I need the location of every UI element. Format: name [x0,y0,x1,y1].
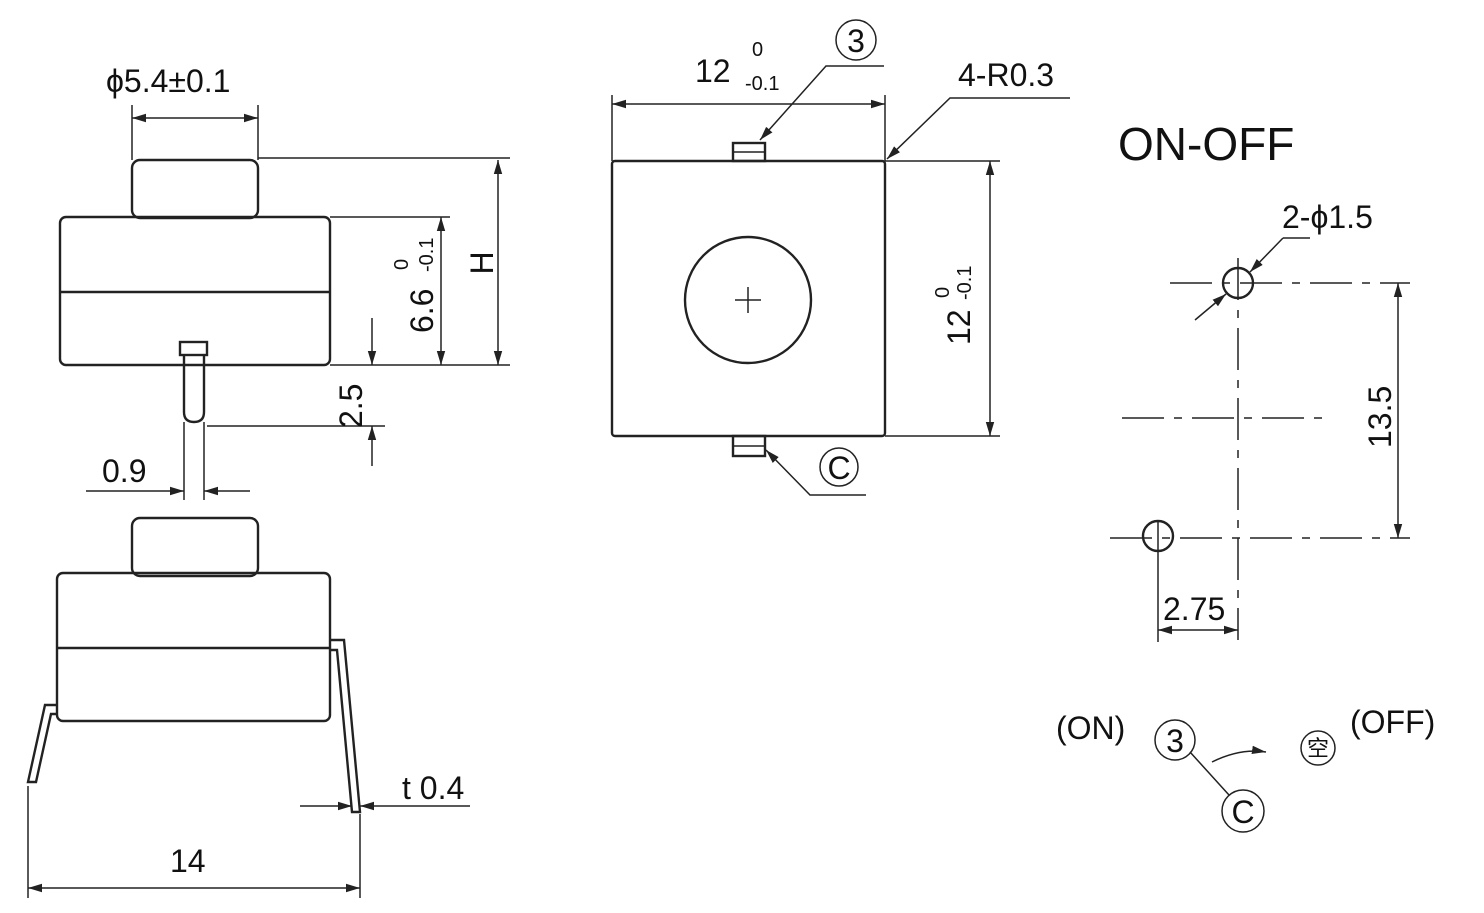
on-label: (ON) [1056,710,1125,746]
pin-width-label: 0.9 [102,453,146,489]
left-leg [26,703,57,784]
body-height-tol-upper: 0 [391,259,413,270]
terminal-c-circle [819,447,859,487]
pin-head [178,340,209,357]
terminal-c-leader [765,449,866,496]
off-label: (OFF) [1350,704,1435,740]
symbol-empty-label: 空 [1307,736,1329,761]
hole-dia-leader [1194,293,1227,321]
overall-width-label: 14 [170,843,206,879]
symbol-arc-arrow [1211,745,1267,763]
pin-length-label: 2.5 [333,384,369,428]
schematic-title: ON-OFF [1118,118,1294,170]
symbol-c-circle [1221,789,1265,833]
body-height-tol-lower: -0.1 [416,238,438,272]
h-label: H [464,251,500,274]
symbol-empty-circle [1300,730,1336,766]
top-height-tol-lower: -0.1 [954,266,976,300]
terminal-c-label: C [827,450,850,486]
thickness-label: t 0.4 [402,770,464,806]
terminal-3-circle [835,19,877,61]
symbol-c-label: C [1231,794,1254,830]
top-view: 12 0 -0.1 3 4-R0.3 12 0 -0.1 C [610,19,1070,496]
right-leg [330,638,362,814]
top-height-tol-upper: 0 [932,287,954,298]
top-width-label: 12 [695,53,731,89]
plunger-circle [683,235,813,365]
top-height-label: 12 [941,309,977,345]
symbol-contact-line [1189,751,1230,796]
corner-radius-label: 4-R0.3 [958,57,1054,93]
terminal-3-label: 3 [847,23,865,59]
front-button-cap [130,516,260,578]
side-view: ϕ5.4±0.1 H 6.6 0 -0.1 2.5 0.9 [58,63,510,500]
hole-offset-label: 2.75 [1163,591,1225,627]
hole-dia-label: 2-ϕ1.5 [1282,199,1373,235]
symbol-3-label: 3 [1166,723,1184,759]
button-cap [130,158,260,220]
hole-layout: ON-OFF 2-ϕ1.5 13.5 2.75 [1110,118,1410,642]
switch-symbol: (ON) 3 C 空 (OFF) [1056,704,1435,833]
button-dia-label: ϕ5.4±0.1 [106,63,230,99]
terminal-3-leader [759,65,884,141]
hole-spacing-label: 13.5 [1362,386,1398,448]
pin [182,355,206,424]
symbol-3-circle [1154,719,1196,761]
top-width-tol-lower: -0.1 [745,73,779,95]
front-view: t 0.4 14 [26,516,470,898]
corner-radius-leader [886,97,1070,160]
top-width-tol-upper: 0 [752,39,763,61]
body-height-label: 6.6 [404,289,440,333]
